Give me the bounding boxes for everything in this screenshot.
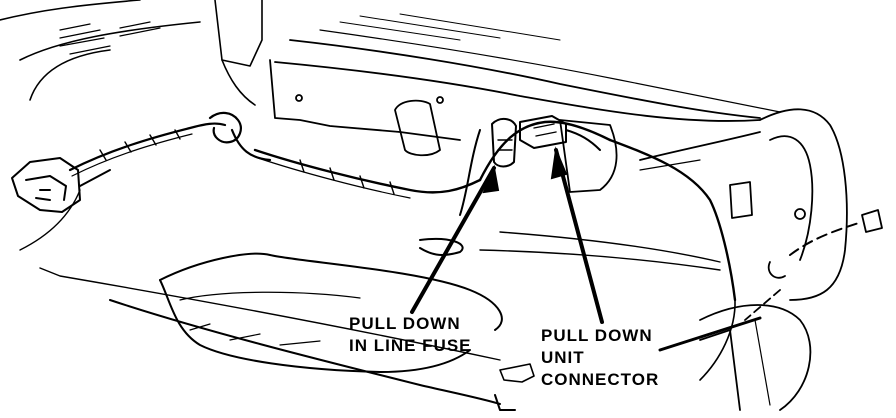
callout-unit-connector: PULL DOWN UNIT CONNECTOR	[541, 325, 659, 391]
main-harness	[253, 120, 737, 381]
unit-connector	[519, 115, 601, 151]
callout-fuse-line-2: IN LINE FUSE	[349, 336, 472, 355]
unit-part	[499, 363, 535, 383]
in-line-fuse	[459, 118, 517, 216]
trunk-floor-pan	[39, 231, 721, 411]
left-body-panel	[0, 0, 263, 106]
callout-connector-line-2: UNIT	[541, 348, 585, 367]
right-leader-line	[658, 316, 762, 352]
callout-connector-line-3: CONNECTOR	[541, 370, 660, 389]
left-tail-lamp	[11, 157, 111, 213]
fuse-leader-arrow	[410, 164, 500, 314]
callout-connector-line-1: PULL DOWN	[541, 326, 653, 345]
callout-fuse-line-1: PULL DOWN	[349, 314, 461, 333]
rear-panel	[269, 13, 781, 193]
connector-leader-arrow	[550, 146, 604, 324]
left-harness	[19, 111, 272, 251]
callout-in-line-fuse: PULL DOWN IN LINE FUSE	[349, 313, 472, 357]
